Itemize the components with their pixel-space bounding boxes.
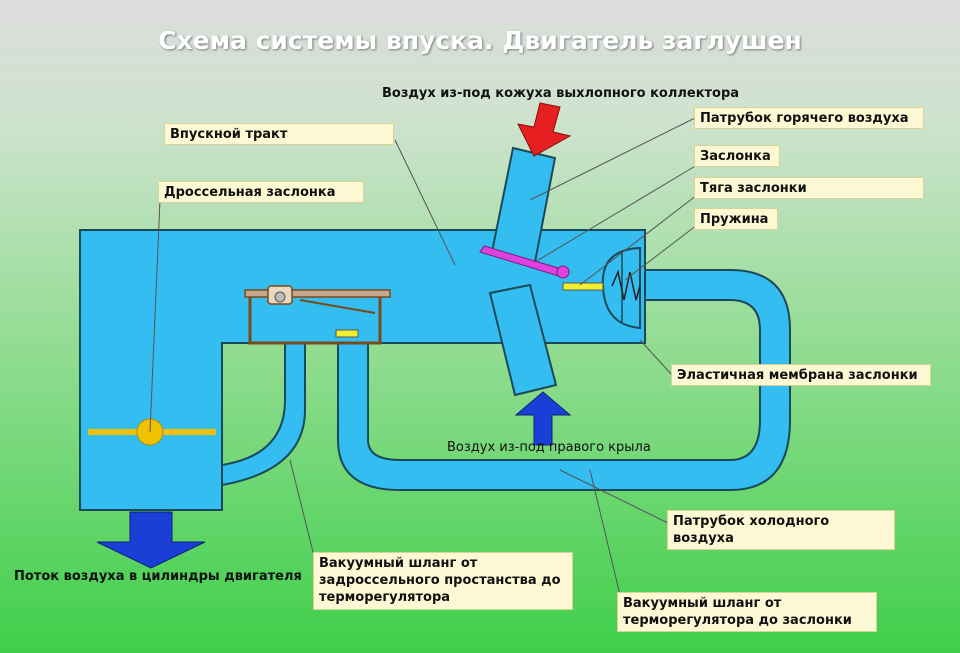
airflow-arrow — [96, 511, 206, 569]
vacuum-hose-2-label: Вакуумный шланг от терморегулятора до за… — [617, 592, 877, 632]
throttle-label: Дроссельная заслонка — [158, 181, 364, 203]
flap-rod-bar — [562, 282, 604, 291]
vacuum-hose-2-line1: Вакуумный шланг от — [623, 596, 782, 611]
vacuum-hose-1-line2: задроссельного простанства до — [319, 573, 561, 588]
cold-air-pipe-label-line2: воздуха — [673, 531, 734, 546]
cold-air-arrow — [514, 391, 572, 446]
cold-air-pipe-label: Патрубок холодного воздуха — [667, 510, 895, 550]
hot-air-source-label: Воздух из-под кожуха выхлопного коллекто… — [382, 86, 740, 101]
vacuum-hose-1-line1: Вакуумный шланг от — [319, 556, 478, 571]
hot-air-arrow — [517, 102, 572, 157]
vacuum-hose-1-line3: терморегулятора — [319, 590, 451, 605]
cold-air-pipe — [337, 269, 791, 491]
spring-coil — [611, 269, 641, 301]
hot-air-pipe-label: Патрубок горячего воздуха — [694, 107, 924, 129]
membrane-label: Эластичная мембрана заслонки — [671, 364, 931, 386]
leader-lines — [149, 116, 698, 596]
cold-air-pipe-label-line1: Патрубок холодного — [673, 514, 830, 529]
airflow-label: Поток воздуха в цилиндры двигателя — [14, 569, 302, 584]
vacuum-hose-throttle — [221, 339, 306, 487]
intake-tract-label: Впускной тракт — [164, 123, 394, 145]
spring-label: Пружина — [694, 208, 778, 230]
vacuum-hose-1-label: Вакуумный шланг от задроссельного проста… — [313, 552, 573, 610]
page-title: Схема системы впуска. Двигатель заглушен — [158, 26, 802, 55]
cold-air-inlet-pipe — [488, 283, 558, 397]
flap-rod-label: Тяга заслонки — [694, 177, 924, 199]
thermoregulator — [244, 285, 391, 345]
flap-label: Заслонка — [694, 145, 780, 167]
flap-pivot — [556, 265, 570, 279]
cold-air-source-label: Воздух из-под правого крыла — [447, 440, 651, 455]
vacuum-hose-2-line2: терморегулятора до заслонки — [623, 613, 852, 628]
